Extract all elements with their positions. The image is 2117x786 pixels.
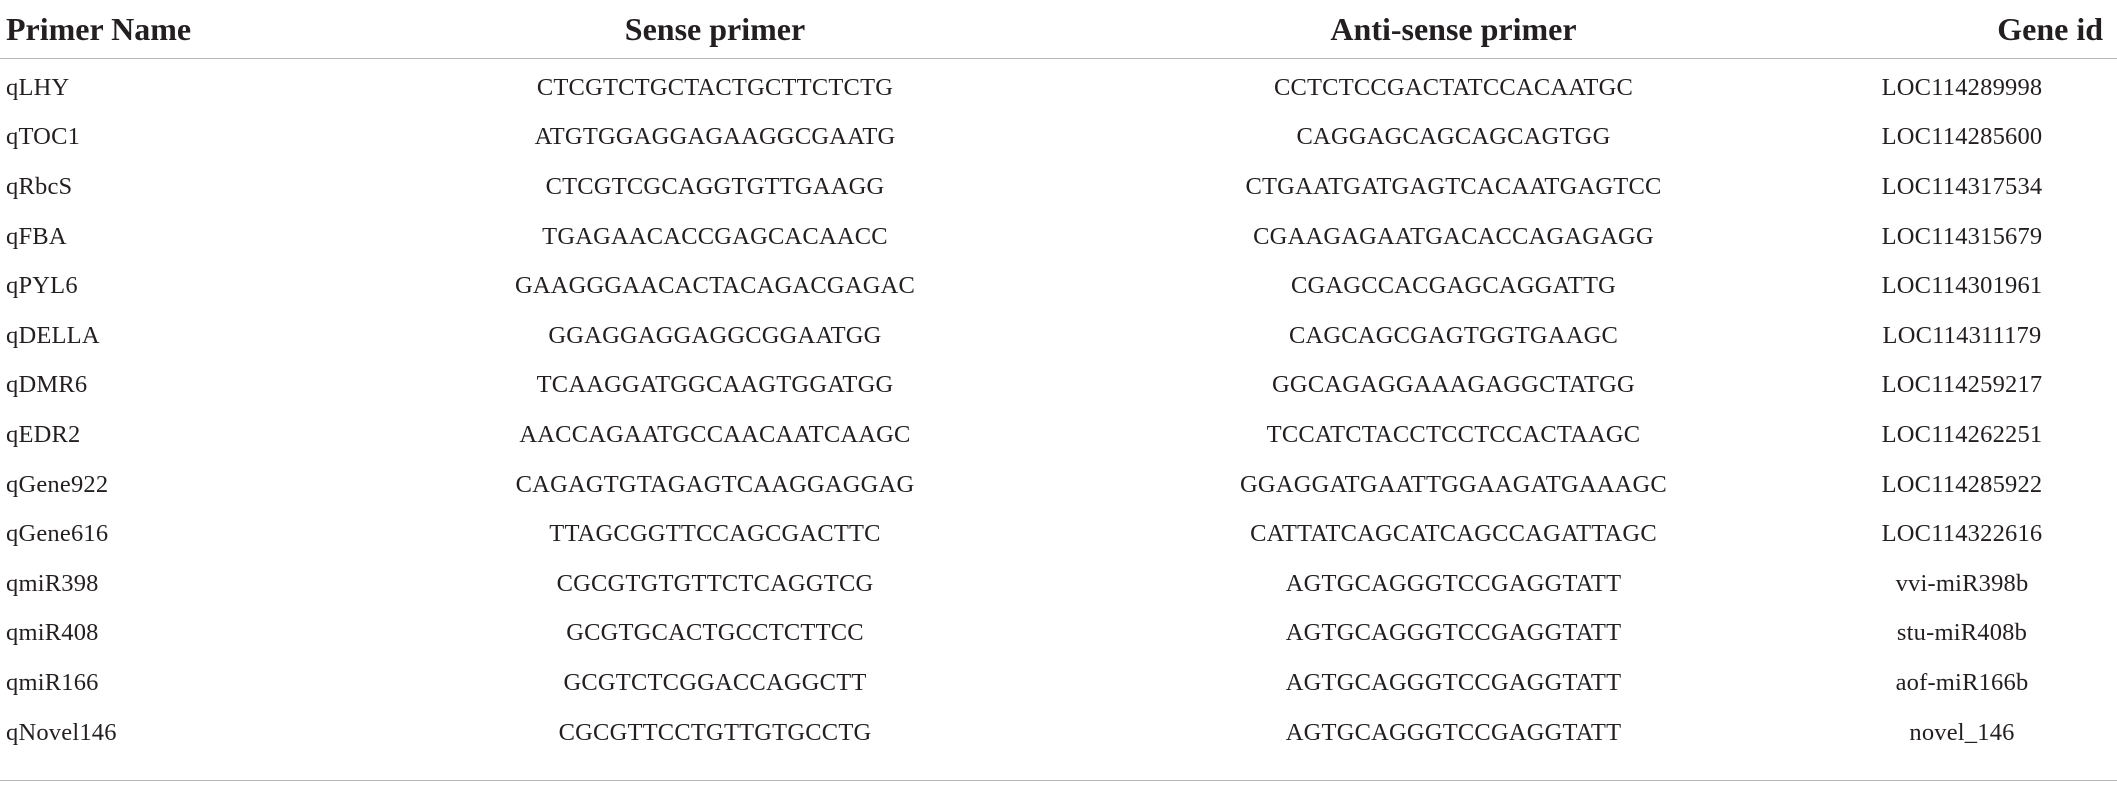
sense-primer-cell: CAGAGTGTAGAGTCAAGGAGGAG — [515, 470, 915, 498]
gene-id-cell: LOC114285600 — [1881, 123, 2043, 151]
primer-name-cell: qGene616 — [6, 520, 109, 548]
header-primer-name: Primer Name — [0, 0, 330, 59]
sense-primer-cell: CGCGTTCCTGTTGTGCCTG — [558, 718, 872, 746]
primer-name-cell: qmiR408 — [6, 619, 99, 647]
table-row: qDMR6 TCAAGGATGGCAAGTGGATGG GGCAGAGGAAAG… — [0, 361, 2117, 411]
gene-id-cell: LOC114311179 — [1882, 321, 2042, 349]
gene-id-cell: stu-miR408b — [1896, 619, 2028, 647]
header-antisense-primer: Anti-sense primer — [1100, 0, 1807, 59]
table-header: Primer Name Sense primer Anti-sense prim… — [0, 0, 2117, 59]
table-row: qFBA TGAGAACACCGAGCACAACC CGAAGAGAATGACA… — [0, 212, 2117, 262]
sense-primer-cell: GGAGGAGGAGGCGGAATGG — [548, 321, 882, 349]
sense-primer-cell: CTCGTCGCAGGTGTTGAAGG — [545, 172, 885, 200]
primer-name-cell: qTOC1 — [6, 123, 81, 151]
primer-name-cell: qLHY — [6, 73, 70, 101]
table-row: qmiR166 GCGTCTCGGACCAGGCTT AGTGCAGGGTCCG… — [0, 658, 2117, 708]
gene-id-cell: novel_146 — [1909, 718, 2015, 746]
table-row: qGene616 TTAGCGGTTCCAGCGACTTC CATTATCAGC… — [0, 509, 2117, 559]
gene-id-cell: LOC114262251 — [1881, 420, 2043, 448]
antisense-primer-cell: AGTGCAGGGTCCGAGGTATT — [1285, 569, 1622, 597]
table-row: qLHY CTCGTCTGCTACTGCTTCTCTG CCTCTCCGACTA… — [0, 59, 2117, 113]
sense-primer-cell: GCGTCTCGGACCAGGCTT — [563, 668, 867, 696]
antisense-primer-cell: CATTATCAGCATCAGCCAGATTAGC — [1250, 520, 1657, 548]
antisense-primer-cell: CAGGAGCAGCAGCAGTGG — [1296, 123, 1611, 151]
antisense-primer-cell: CGAAGAGAATGACACCAGAGAGG — [1253, 222, 1654, 250]
primer-name-cell: qPYL6 — [6, 272, 78, 300]
table-row: qRbcS CTCGTCGCAGGTGTTGAAGG CTGAATGATGAGT… — [0, 162, 2117, 212]
antisense-primer-cell: TCCATCTACCTCCTCCACTAAGC — [1266, 420, 1641, 448]
primer-name-cell: qFBA — [6, 222, 67, 250]
sense-primer-cell: CTCGTCTGCTACTGCTTCTCTG — [536, 73, 894, 101]
antisense-primer-cell: CGAGCCACGAGCAGGATTG — [1290, 272, 1617, 300]
sense-primer-cell: GAAGGGAACACTACAGACGAGAC — [514, 272, 916, 300]
antisense-primer-cell: CAGCAGCGAGTGGTGAAGC — [1288, 321, 1619, 349]
table-body: qLHY CTCGTCTGCTACTGCTTCTCTG CCTCTCCGACTA… — [0, 59, 2117, 758]
sense-primer-cell: AACCAGAATGCCAACAATCAAGC — [519, 420, 911, 448]
primer-name-cell: qNovel146 — [6, 718, 117, 746]
gene-id-cell: LOC114322616 — [1881, 520, 2043, 548]
sense-primer-cell: TCAAGGATGGCAAGTGGATGG — [536, 371, 894, 399]
gene-id-cell: LOC114315679 — [1881, 222, 2043, 250]
antisense-primer-cell: AGTGCAGGGTCCGAGGTATT — [1285, 718, 1622, 746]
antisense-primer-cell: GGAGGATGAATTGGAAGATGAAAGC — [1240, 470, 1667, 498]
primer-name-cell: qDMR6 — [6, 371, 88, 399]
antisense-primer-cell: CCTCTCCGACTATCCACAATGC — [1273, 73, 1634, 101]
table-row: qGene922 CAGAGTGTAGAGTCAAGGAGGAG GGAGGAT… — [0, 460, 2117, 510]
table-row: qDELLA GGAGGAGGAGGCGGAATGG CAGCAGCGAGTGG… — [0, 311, 2117, 361]
antisense-primer-cell: AGTGCAGGGTCCGAGGTATT — [1285, 668, 1622, 696]
gene-id-cell: LOC114317534 — [1881, 172, 2043, 200]
gene-id-cell: LOC114285922 — [1881, 470, 2043, 498]
sense-primer-cell: GCGTGCACTGCCTCTTCC — [566, 619, 864, 647]
primer-name-cell: qDELLA — [6, 321, 100, 349]
sense-primer-cell: CGCGTGTGTTCTCAGGTCG — [556, 569, 874, 597]
primer-name-cell: qEDR2 — [6, 420, 81, 448]
table-row: qNovel146 CGCGTTCCTGTTGTGCCTG AGTGCAGGGT… — [0, 708, 2117, 758]
table-row: qEDR2 AACCAGAATGCCAACAATCAAGC TCCATCTACC… — [0, 410, 2117, 460]
antisense-primer-cell: AGTGCAGGGTCCGAGGTATT — [1285, 619, 1622, 647]
header-row: Primer Name Sense primer Anti-sense prim… — [0, 0, 2117, 59]
sense-primer-cell: TTAGCGGTTCCAGCGACTTC — [549, 520, 881, 548]
gene-id-cell: vvi-miR398b — [1895, 569, 2029, 597]
primer-table-container: Primer Name Sense primer Anti-sense prim… — [0, 0, 2117, 758]
antisense-primer-cell: GGCAGAGGAAAGAGGCTATGG — [1272, 371, 1635, 399]
gene-id-cell: LOC114289998 — [1881, 73, 2043, 101]
sense-primer-cell: ATGTGGAGGAGAAGGCGAATG — [534, 123, 896, 151]
sense-primer-cell: TGAGAACACCGAGCACAACC — [542, 222, 888, 250]
table-bottom-rule — [0, 780, 2117, 781]
table-row: qmiR398 CGCGTGTGTTCTCAGGTCG AGTGCAGGGTCC… — [0, 559, 2117, 609]
header-gene-id: Gene id — [1807, 0, 2117, 59]
gene-id-cell: LOC114259217 — [1881, 371, 2043, 399]
gene-id-cell: LOC114301961 — [1881, 272, 2043, 300]
table-row: qmiR408 GCGTGCACTGCCTCTTCC AGTGCAGGGTCCG… — [0, 609, 2117, 659]
antisense-primer-cell: CTGAATGATGAGTCACAATGAGTCC — [1245, 172, 1662, 200]
primer-name-cell: qmiR166 — [6, 668, 99, 696]
primer-name-cell: qmiR398 — [6, 569, 99, 597]
primer-name-cell: qRbcS — [6, 172, 73, 200]
primer-table: Primer Name Sense primer Anti-sense prim… — [0, 0, 2117, 758]
header-sense-primer: Sense primer — [330, 0, 1100, 59]
primer-name-cell: qGene922 — [6, 470, 109, 498]
table-row: qTOC1 ATGTGGAGGAGAAGGCGAATG CAGGAGCAGCAG… — [0, 113, 2117, 163]
gene-id-cell: aof-miR166b — [1895, 668, 2029, 696]
table-row: qPYL6 GAAGGGAACACTACAGACGAGAC CGAGCCACGA… — [0, 261, 2117, 311]
